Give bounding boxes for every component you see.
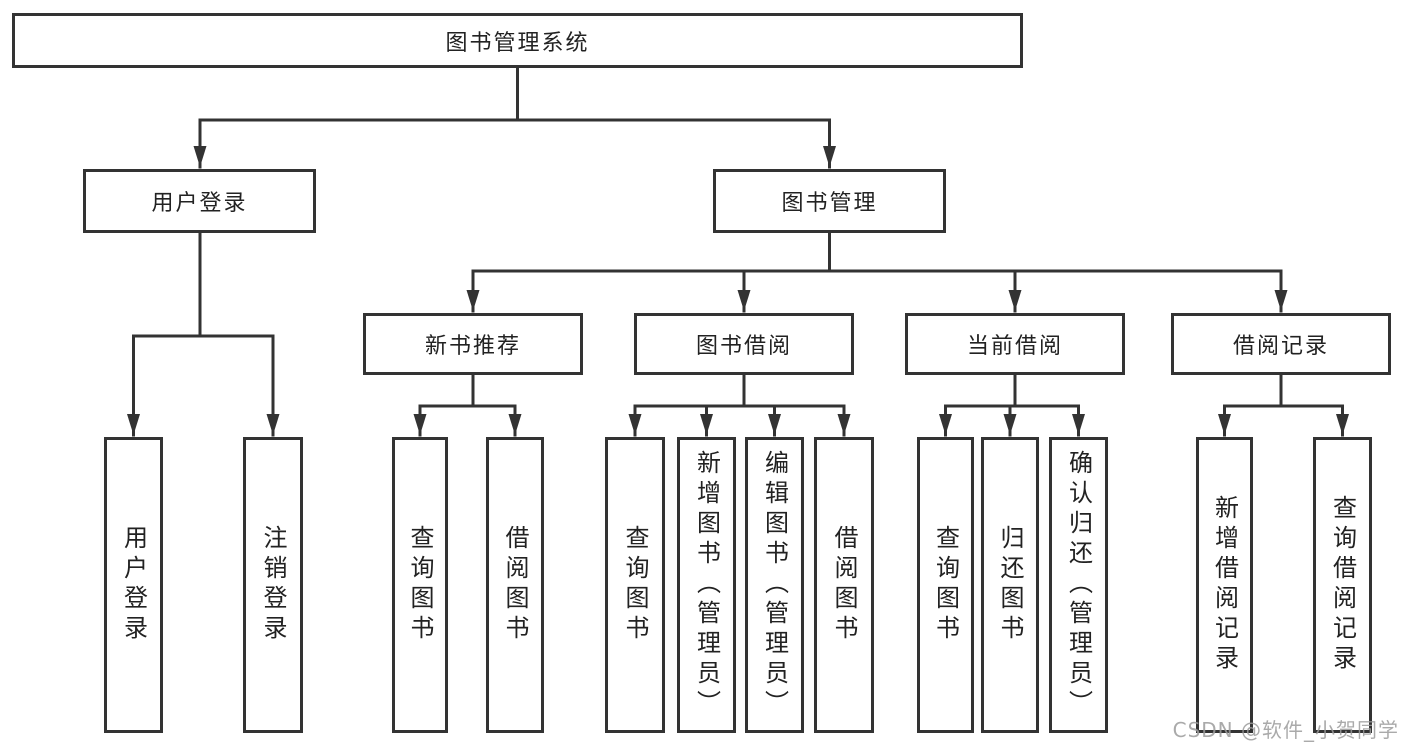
leaf-confirm-return-admin: 确认归还（管理员） xyxy=(1049,437,1108,733)
node-current-borrow: 当前借阅 xyxy=(905,313,1125,375)
leaf-query-books-borrow: 查询图书 xyxy=(605,437,665,733)
leaf-return-books: 归还图书 xyxy=(981,437,1039,733)
node-root-system: 图书管理系统 xyxy=(12,13,1023,68)
leaf-query-books-recommend: 查询图书 xyxy=(392,437,448,733)
leaf-logout: 注销登录 xyxy=(243,437,303,733)
leaf-user-login: 用户登录 xyxy=(104,437,163,733)
node-book-borrow: 图书借阅 xyxy=(634,313,854,375)
leaf-query-borrow-record: 查询借阅记录 xyxy=(1313,437,1372,733)
leaf-borrow-books-recommend: 借阅图书 xyxy=(486,437,544,733)
csdn-watermark: CSDN @软件_小贺同学 xyxy=(1172,718,1399,742)
leaf-edit-books-admin: 编辑图书（管理员） xyxy=(745,437,804,733)
leaf-add-books-admin: 新增图书（管理员） xyxy=(677,437,736,733)
node-user-login: 用户登录 xyxy=(83,169,316,233)
leaf-add-borrow-record: 新增借阅记录 xyxy=(1196,437,1253,733)
node-new-book-recommend: 新书推荐 xyxy=(363,313,583,375)
leaf-borrow-books: 借阅图书 xyxy=(814,437,874,733)
node-book-management: 图书管理 xyxy=(713,169,946,233)
node-borrow-records: 借阅记录 xyxy=(1171,313,1391,375)
leaf-query-books-current: 查询图书 xyxy=(917,437,974,733)
